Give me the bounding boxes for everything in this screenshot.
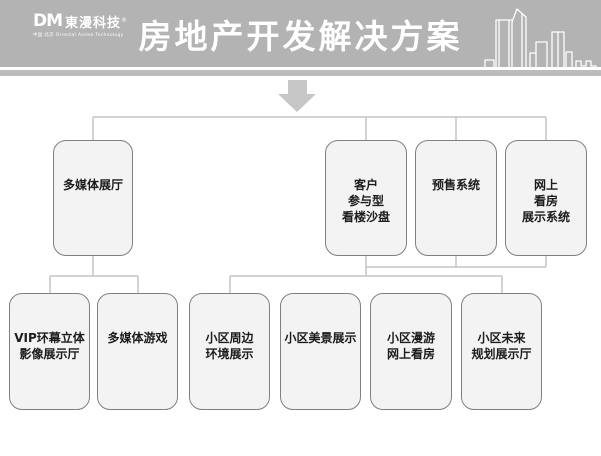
- node-online-viewing-system: 网上 看房 展示系统: [505, 140, 587, 256]
- logo-dm-mark: DM: [33, 11, 63, 31]
- node-roaming-online-viewing: 小区漫游 网上看房: [370, 293, 452, 410]
- registered-trademark-icon: ®: [121, 17, 128, 24]
- node-label-line: 规划展示厅: [471, 347, 532, 361]
- city-skyline-icon: [470, 8, 600, 69]
- logo-tagline: 中国·北京 Oriental Anime Technology: [33, 33, 124, 38]
- node-label-line: 网上看房: [386, 347, 435, 361]
- logo: DM 東漫科技 ® 中国·北京 Oriental Anime Technolog…: [33, 11, 128, 39]
- page-title: 房地产开发解决方案: [138, 17, 463, 56]
- node-label-line: 小区美景展示: [284, 331, 357, 345]
- node-label-line: 参与型: [347, 194, 384, 208]
- node-label-line: VIP环幕立体: [14, 331, 85, 345]
- node-label-line: 看楼沙盘: [341, 210, 390, 224]
- down-arrow-tip-icon: [278, 94, 316, 112]
- node-label-line: 小区漫游: [386, 331, 435, 345]
- node-multimedia-exhibit-hall: 多媒体展厅: [53, 140, 133, 256]
- node-label-line: 预售系统: [431, 178, 480, 192]
- node-surroundings-display: 小区周边 环境展示: [189, 293, 270, 410]
- node-label-line: 展示系统: [521, 210, 570, 224]
- node-label-line: 客户: [353, 178, 378, 192]
- node-label-line: 影像展示厅: [19, 347, 80, 361]
- node-presale-system: 预售系统: [415, 140, 497, 256]
- node-label-line: 小区周边: [205, 331, 254, 345]
- node-customer-sandtable: 客户 参与型 看楼沙盘: [325, 140, 407, 256]
- logo-row: DM 東漫科技 ®: [33, 11, 128, 31]
- node-label-line: 环境展示: [205, 347, 254, 361]
- node-label-line: 小区未来: [477, 331, 526, 345]
- down-arrow-icon: [288, 80, 307, 94]
- node-multimedia-game: 多媒体游戏: [97, 293, 178, 410]
- node-label-line: 网上: [533, 178, 558, 192]
- header-banner: DM 東漫科技 ® 中国·北京 Oriental Anime Technolog…: [0, 0, 601, 69]
- logo-company-name: 東漫科技: [65, 16, 122, 31]
- node-label-line: 看房: [533, 194, 558, 208]
- node-future-planning-hall: 小区未来 规划展示厅: [461, 293, 542, 410]
- node-vip-cylindrical-theater: VIP环幕立体 影像展示厅: [9, 293, 90, 410]
- node-label-line: 多媒体游戏: [107, 331, 168, 345]
- header-strip: [0, 70, 601, 76]
- node-scenery-display: 小区美景展示: [280, 293, 361, 410]
- node-label-line: 多媒体展厅: [62, 178, 123, 192]
